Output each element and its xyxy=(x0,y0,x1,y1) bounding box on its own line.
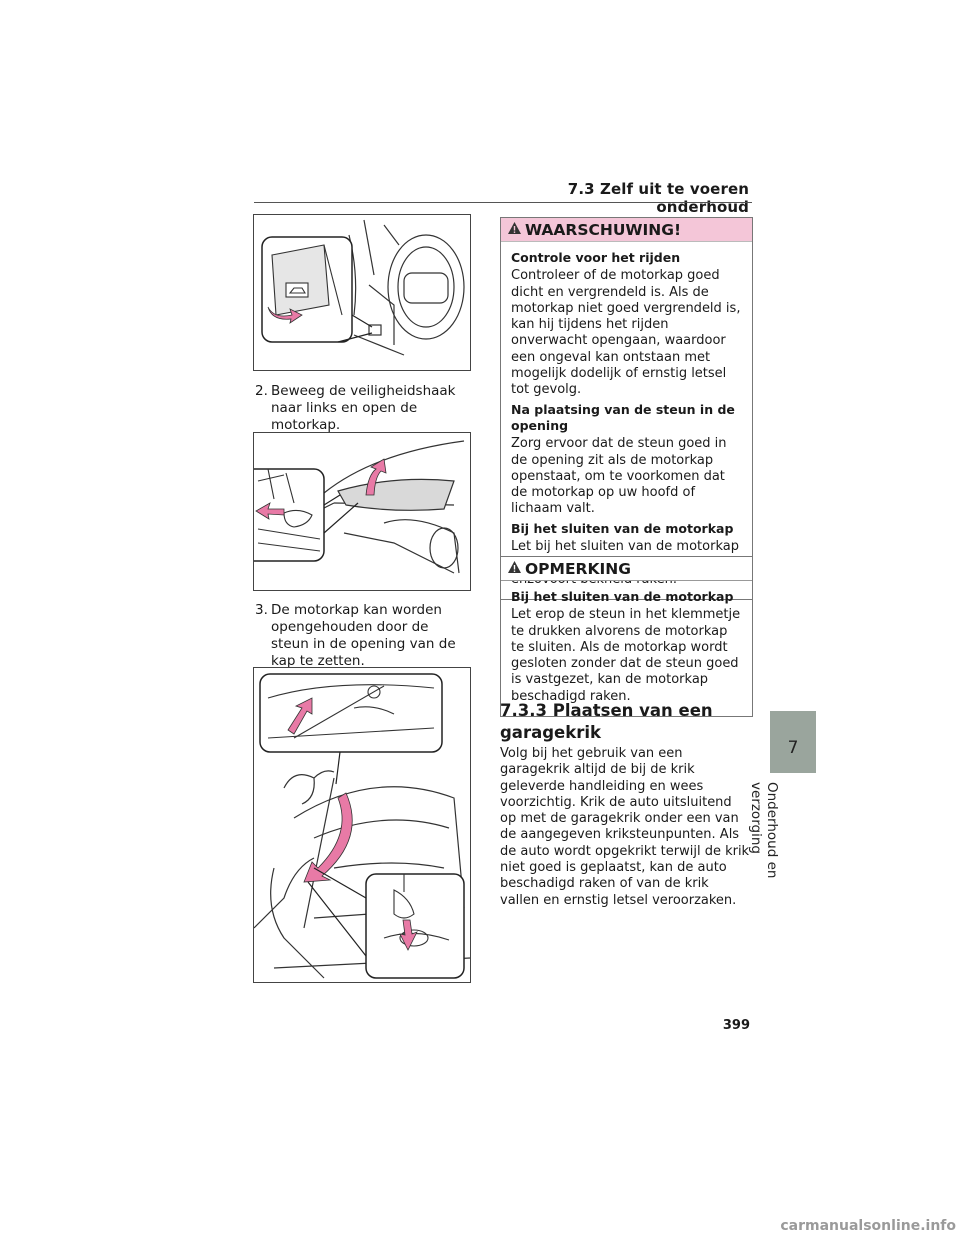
subsection-title: 7.3.3 Plaatsen van een garagekrik xyxy=(500,701,713,742)
step-2: 2. Beweeg de veiligheidshaak naar links … xyxy=(255,383,469,434)
warning-heading: Bij het sluiten van de motorkap xyxy=(511,520,734,536)
watermark: carmanualsonline.info xyxy=(780,1218,956,1234)
warning-triangle-icon xyxy=(507,221,522,239)
page-number: 399 xyxy=(722,1018,750,1033)
note-text: Let erop de steun in het klemmetje te dr… xyxy=(511,607,741,704)
warning-text: Controleer of de motorkap goed dicht en … xyxy=(511,268,741,398)
step-text: De motorkap kan worden opengehouden door… xyxy=(271,602,456,669)
step-number: 3. xyxy=(255,602,268,618)
figure-safety-catch xyxy=(253,432,471,591)
warning-body: Controle voor het rijden Controleer of d… xyxy=(501,242,752,599)
figure-support-rod xyxy=(253,667,471,983)
warning-heading: Controle voor het rijden xyxy=(511,250,681,265)
warning-title: WAARSCHUWING! xyxy=(525,220,682,239)
warning-text: Zorg ervoor dat de steun goed in de open… xyxy=(511,436,727,517)
header-rule xyxy=(254,202,752,203)
chapter-number: 7 xyxy=(787,738,799,758)
chapter-label: Onderhoud en verzorging xyxy=(748,782,780,879)
warning-header: WAARSCHUWING! xyxy=(501,218,752,242)
figure-hood-release xyxy=(253,214,471,371)
step-number: 2. xyxy=(255,383,268,399)
hood-release-illustration xyxy=(261,219,465,356)
chapter-tab xyxy=(770,711,816,773)
note-heading: Bij het sluiten van de motorkap xyxy=(511,589,734,604)
step-text: Beweeg de veiligheidshaak naar links en … xyxy=(271,383,456,433)
note-title: OPMERKING xyxy=(525,559,631,578)
note-body: Bij het sluiten van de motorkap Let erop… xyxy=(501,581,752,716)
step-3: 3. De motorkap kan worden opengehouden d… xyxy=(255,602,469,670)
warning-heading: Na plaatsing van de steun in de opening xyxy=(511,401,735,433)
support-rod-illustration xyxy=(254,673,470,979)
safety-catch-illustration xyxy=(254,440,465,574)
warning-box: WAARSCHUWING! Controle voor het rijden C… xyxy=(500,217,753,600)
note-header: OPMERKING xyxy=(501,557,752,581)
warning-triangle-icon xyxy=(507,560,522,578)
section-header: 7.3 Zelf uit te voeren onderhoud xyxy=(567,180,749,216)
body-paragraph: Volg bij het gebruik van een garagekrik … xyxy=(500,746,750,908)
note-box: OPMERKING Bij het sluiten van de motorka… xyxy=(500,556,753,718)
